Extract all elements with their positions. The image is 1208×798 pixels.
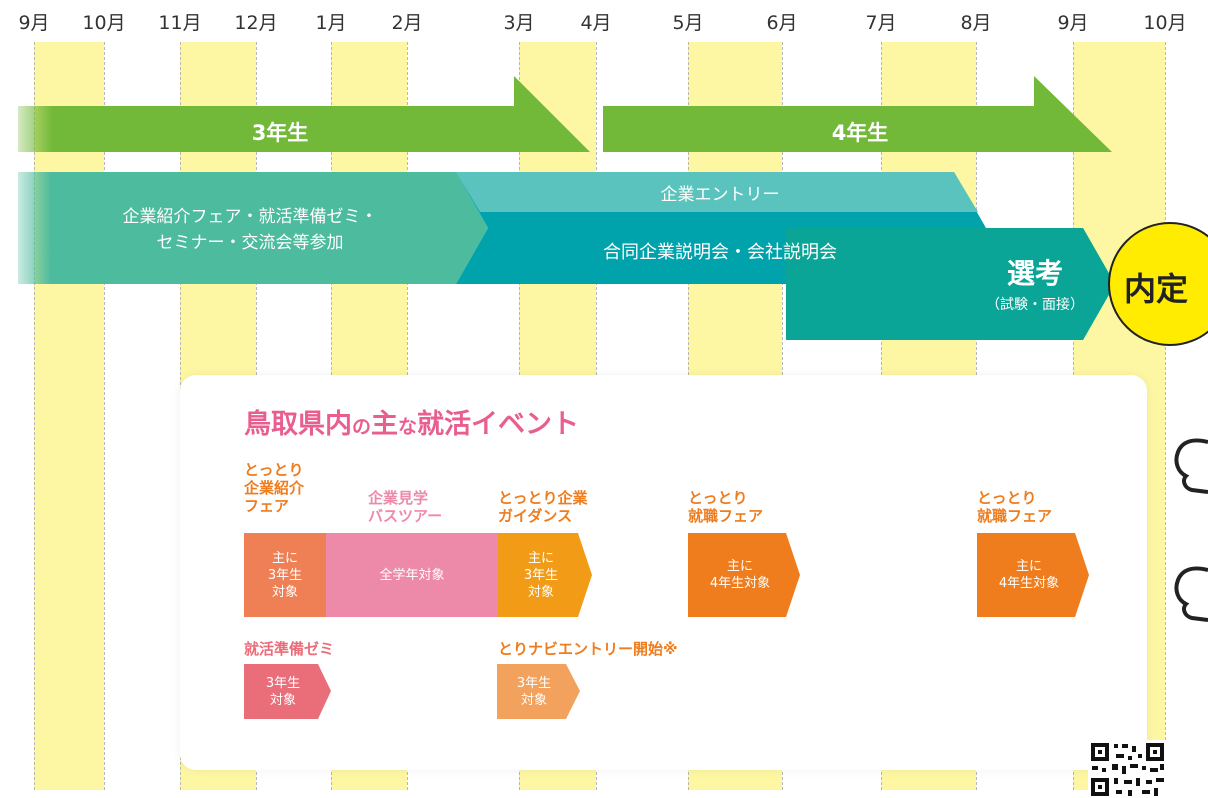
month-label: 10月 xyxy=(82,12,126,34)
offer-text: 内定 xyxy=(1124,270,1189,308)
box-line: 3年生 xyxy=(265,675,301,691)
box-line: 対象 xyxy=(527,584,554,600)
label-line: 就職フェア xyxy=(977,507,1053,525)
hand-illustration xyxy=(1174,438,1208,622)
box-torinavi xyxy=(497,664,580,719)
event-label-torinavi: とりナビエントリー開始※ xyxy=(498,640,678,658)
grid-line xyxy=(104,42,105,790)
phase-text-line: 企業紹介フェア・就活準備ゼミ・ xyxy=(122,207,378,227)
box-line: 主に xyxy=(527,550,554,566)
grid-line xyxy=(34,42,35,790)
label-line: とっとり企業 xyxy=(498,489,588,507)
month-label: 9月 xyxy=(1057,12,1089,34)
box-text-bus-tour: 全学年対象 xyxy=(379,567,445,583)
box-line: 3年生 xyxy=(267,567,303,583)
month-label: 12月 xyxy=(234,12,278,34)
box-job-fair-1 xyxy=(688,533,800,617)
event-label-job-fair-2: とっとり 就職フェア xyxy=(977,489,1052,525)
title-part: の xyxy=(352,416,372,438)
box-line: 対象 xyxy=(520,692,547,708)
entry-band xyxy=(456,172,978,212)
box-text-prep-seminar: 3年生対象 xyxy=(244,664,322,719)
box-guidance xyxy=(498,533,592,617)
briefing-text: 合同企業説明会・会社説明会 xyxy=(603,242,837,263)
box-line: 3年生 xyxy=(516,675,552,691)
month-label: 10月 xyxy=(1143,12,1187,34)
event-label-prep-seminar: 就活準備ゼミ xyxy=(244,640,335,658)
selection-title: 選考 xyxy=(1006,257,1063,290)
month-label: 9月 xyxy=(18,12,50,34)
event-label-tottori-fair: とっとり 企業紹介 フェア xyxy=(244,461,304,515)
month-label: 4月 xyxy=(580,12,612,34)
label-line: バスツアー xyxy=(368,507,443,525)
box-line: 対象 xyxy=(269,692,296,708)
box-line: 4年生対象 xyxy=(709,576,771,591)
event-label-guidance: とっとり企業 ガイダンス xyxy=(498,489,588,525)
box-tottori-fair xyxy=(244,533,326,617)
event-label-job-fair-1: とっとり 就職フェア xyxy=(688,489,763,525)
month-label: 6月 xyxy=(766,12,798,34)
box-line: 主に xyxy=(271,550,298,566)
month-label: 1月 xyxy=(315,12,347,34)
month-label: 8月 xyxy=(960,12,992,34)
label-line: フェア xyxy=(244,497,290,515)
box-job-fair-2 xyxy=(977,533,1089,617)
label-line: とっとり xyxy=(977,489,1037,507)
title-part: 就活イベント xyxy=(417,409,580,440)
month-label: 7月 xyxy=(865,12,897,34)
events-title: 鳥取県内の主な就活イベント xyxy=(244,402,579,441)
month-label: 2月 xyxy=(391,12,423,34)
grade4-label: 4年生 xyxy=(831,121,889,145)
title-part: な xyxy=(398,416,418,438)
label-line: とっとり xyxy=(244,461,304,479)
label-line: 企業見学 xyxy=(368,489,429,507)
event-label-bus-tour: 企業見学 バスツアー xyxy=(368,489,442,525)
box-text-job-fair-1: 主に 4年生対象 xyxy=(688,533,792,617)
box-line: 4年生対象 xyxy=(998,576,1060,591)
month-label: 3月 xyxy=(503,12,535,34)
offer-circle xyxy=(1108,222,1208,346)
box-line: 主に xyxy=(1015,559,1042,574)
month-label: 5月 xyxy=(672,12,704,34)
title-part: 鳥取県内 xyxy=(244,409,352,440)
grade3-arrow xyxy=(18,76,590,152)
label-line: 企業紹介 xyxy=(244,479,305,497)
entry-text: 企業エントリー xyxy=(660,185,780,205)
box-line: 対象 xyxy=(271,584,298,600)
qr-code-icon[interactable] xyxy=(1088,740,1168,798)
title-part: 主 xyxy=(371,409,399,440)
phase-text-line: セミナー・交流会等参加 xyxy=(156,233,344,253)
month-stripe xyxy=(34,42,104,790)
label-line: ガイダンス xyxy=(498,507,573,525)
label-line: とっとり xyxy=(688,489,748,507)
fair-seminar-band xyxy=(18,172,488,284)
box-text-job-fair-2: 主に 4年生対象 xyxy=(977,533,1081,617)
box-prep-seminar xyxy=(244,664,331,719)
box-line: 主に xyxy=(726,559,753,574)
box-line: 3年生 xyxy=(523,567,559,583)
label-line: 就職フェア xyxy=(688,507,764,525)
grade4-arrow xyxy=(603,76,1112,152)
grid-line xyxy=(1165,42,1166,790)
grade3-label: 3年生 xyxy=(251,121,309,145)
box-bus-tour xyxy=(326,533,498,617)
selection-subtitle: （試験・面接） xyxy=(986,297,1084,313)
month-label: 11月 xyxy=(158,12,202,34)
fair-seminar-text: 企業紹介フェア・就活準備ゼミ・ セミナー・交流会等参加 xyxy=(40,204,460,256)
box-text-torinavi: 3年生対象 xyxy=(497,664,571,719)
